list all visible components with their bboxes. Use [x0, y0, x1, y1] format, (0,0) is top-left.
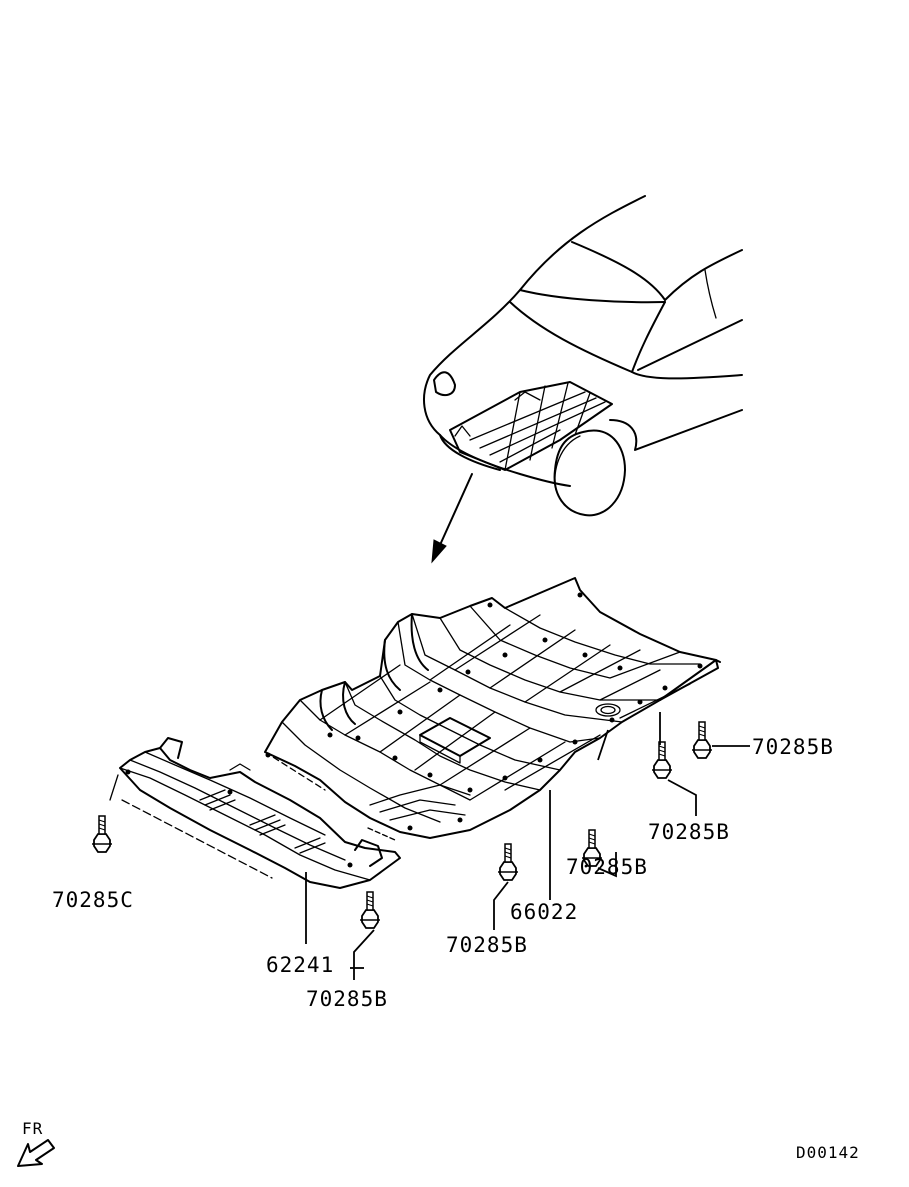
- bolt-70285B-rear: [651, 741, 673, 779]
- callout-70285c: 70285C: [52, 888, 134, 912]
- front-undercover-62241: [119, 737, 401, 889]
- callout-62241: 62241: [266, 953, 334, 977]
- front-direction-indicator: FR: [17, 1119, 55, 1167]
- callout-70285b-center: 70285B: [446, 933, 528, 957]
- callout-70285b-far: 70285B: [752, 735, 834, 759]
- callout-70285b-rear: 70285B: [648, 820, 730, 844]
- callout-70285b-front: 70285B: [306, 987, 388, 1011]
- callout-70285b-mid: 70285B: [566, 855, 648, 879]
- bolt-70285C: [91, 815, 113, 853]
- vehicle-outline: [423, 195, 743, 517]
- direction-label: FR: [22, 1119, 43, 1138]
- undercover-preview: [449, 381, 613, 471]
- callout-66022: 66022: [510, 900, 578, 924]
- zoom-arrow: [431, 473, 473, 564]
- front-arrow-icon: [17, 1139, 55, 1167]
- drawing-code: D00142: [796, 1143, 860, 1162]
- guide-lines: [109, 751, 396, 879]
- bolt-70285B-front: [359, 891, 381, 929]
- bolt-70285B-center: [497, 843, 519, 881]
- leader-lines: [305, 712, 750, 980]
- engine-undercover-66022: [264, 577, 721, 839]
- bolt-70285B-far: [691, 721, 713, 759]
